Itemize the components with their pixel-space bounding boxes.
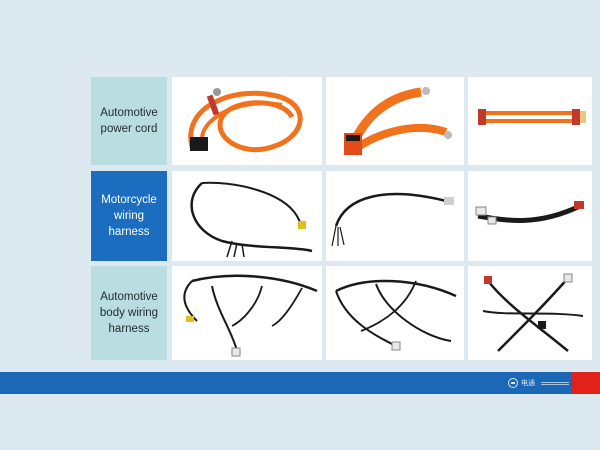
- body-harness-photo-3: [468, 266, 592, 360]
- power-cord-photo-2: [326, 77, 464, 165]
- body-harness-photo-2: [326, 266, 464, 360]
- brand-logo: 电通: [508, 376, 569, 390]
- footer-bar: [0, 372, 600, 394]
- row-label-motorcycle-wiring-harness: Motorcycle wiring harness: [91, 171, 167, 261]
- row-label-automotive-power-cord: Automotive power cord: [91, 77, 167, 165]
- power-cord-photo-3: [468, 77, 592, 165]
- brand-mark-icon: [508, 378, 518, 388]
- motorcycle-harness-photo-2: [326, 171, 464, 261]
- motorcycle-harness-photo-1: [172, 171, 322, 261]
- row-label-automotive-body-wiring-harness: Automotive body wiring harness: [91, 266, 167, 360]
- brand-fineprint: [541, 381, 569, 385]
- motorcycle-harness-photo-3: [468, 171, 592, 261]
- body-harness-photo-1: [172, 266, 322, 360]
- footer-accent: [572, 372, 600, 394]
- power-cord-photo-1: [172, 77, 322, 165]
- brand-name: 电通: [521, 379, 535, 387]
